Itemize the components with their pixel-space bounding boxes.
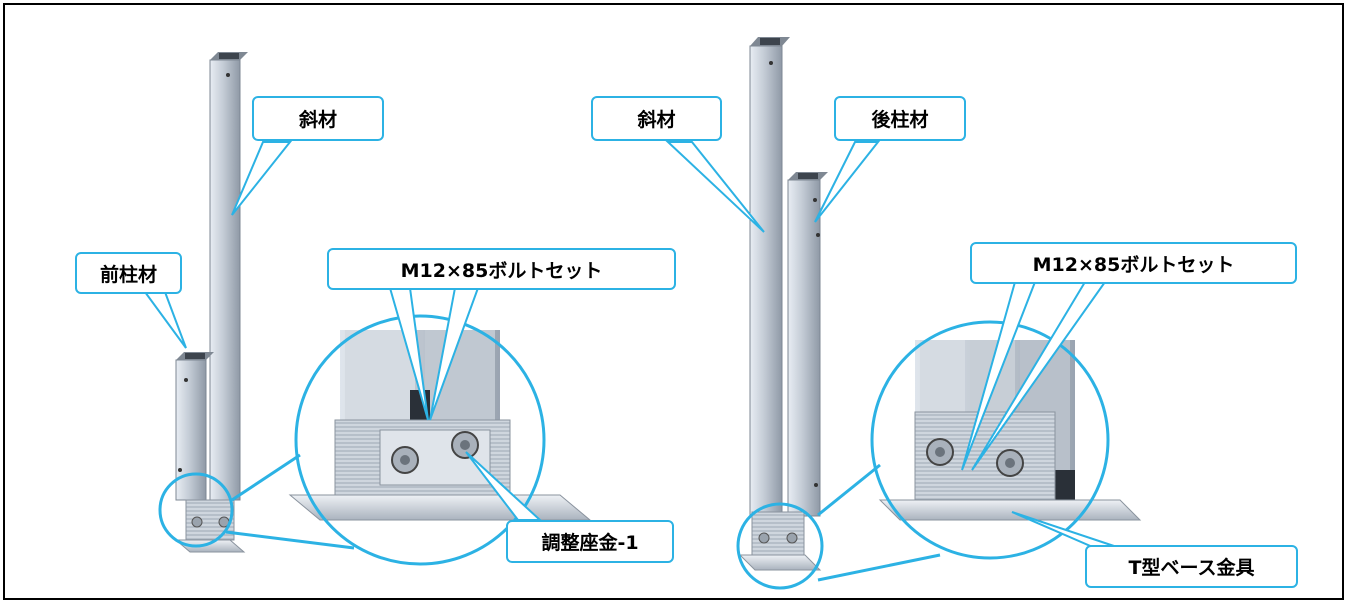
label-left-bolt-set: M12×85ボルトセット xyxy=(327,248,676,290)
label-left-washer: 調整座金-1 xyxy=(506,520,674,563)
label-right-bolt-set: M12×85ボルトセット xyxy=(970,242,1297,284)
label-left-diagonal: 斜材 xyxy=(252,96,384,141)
right-zoom-detail xyxy=(878,340,1142,521)
left-assembly xyxy=(143,52,592,566)
right-assembly xyxy=(665,37,1142,590)
label-right-diagonal: 斜材 xyxy=(591,96,722,141)
label-left-front-post: 前柱材 xyxy=(75,252,182,294)
diagram-frame xyxy=(3,3,1344,600)
left-zoom-detail xyxy=(288,330,592,521)
label-right-base: T型ベース金具 xyxy=(1085,545,1298,588)
label-right-rear-post: 後柱材 xyxy=(834,96,966,141)
